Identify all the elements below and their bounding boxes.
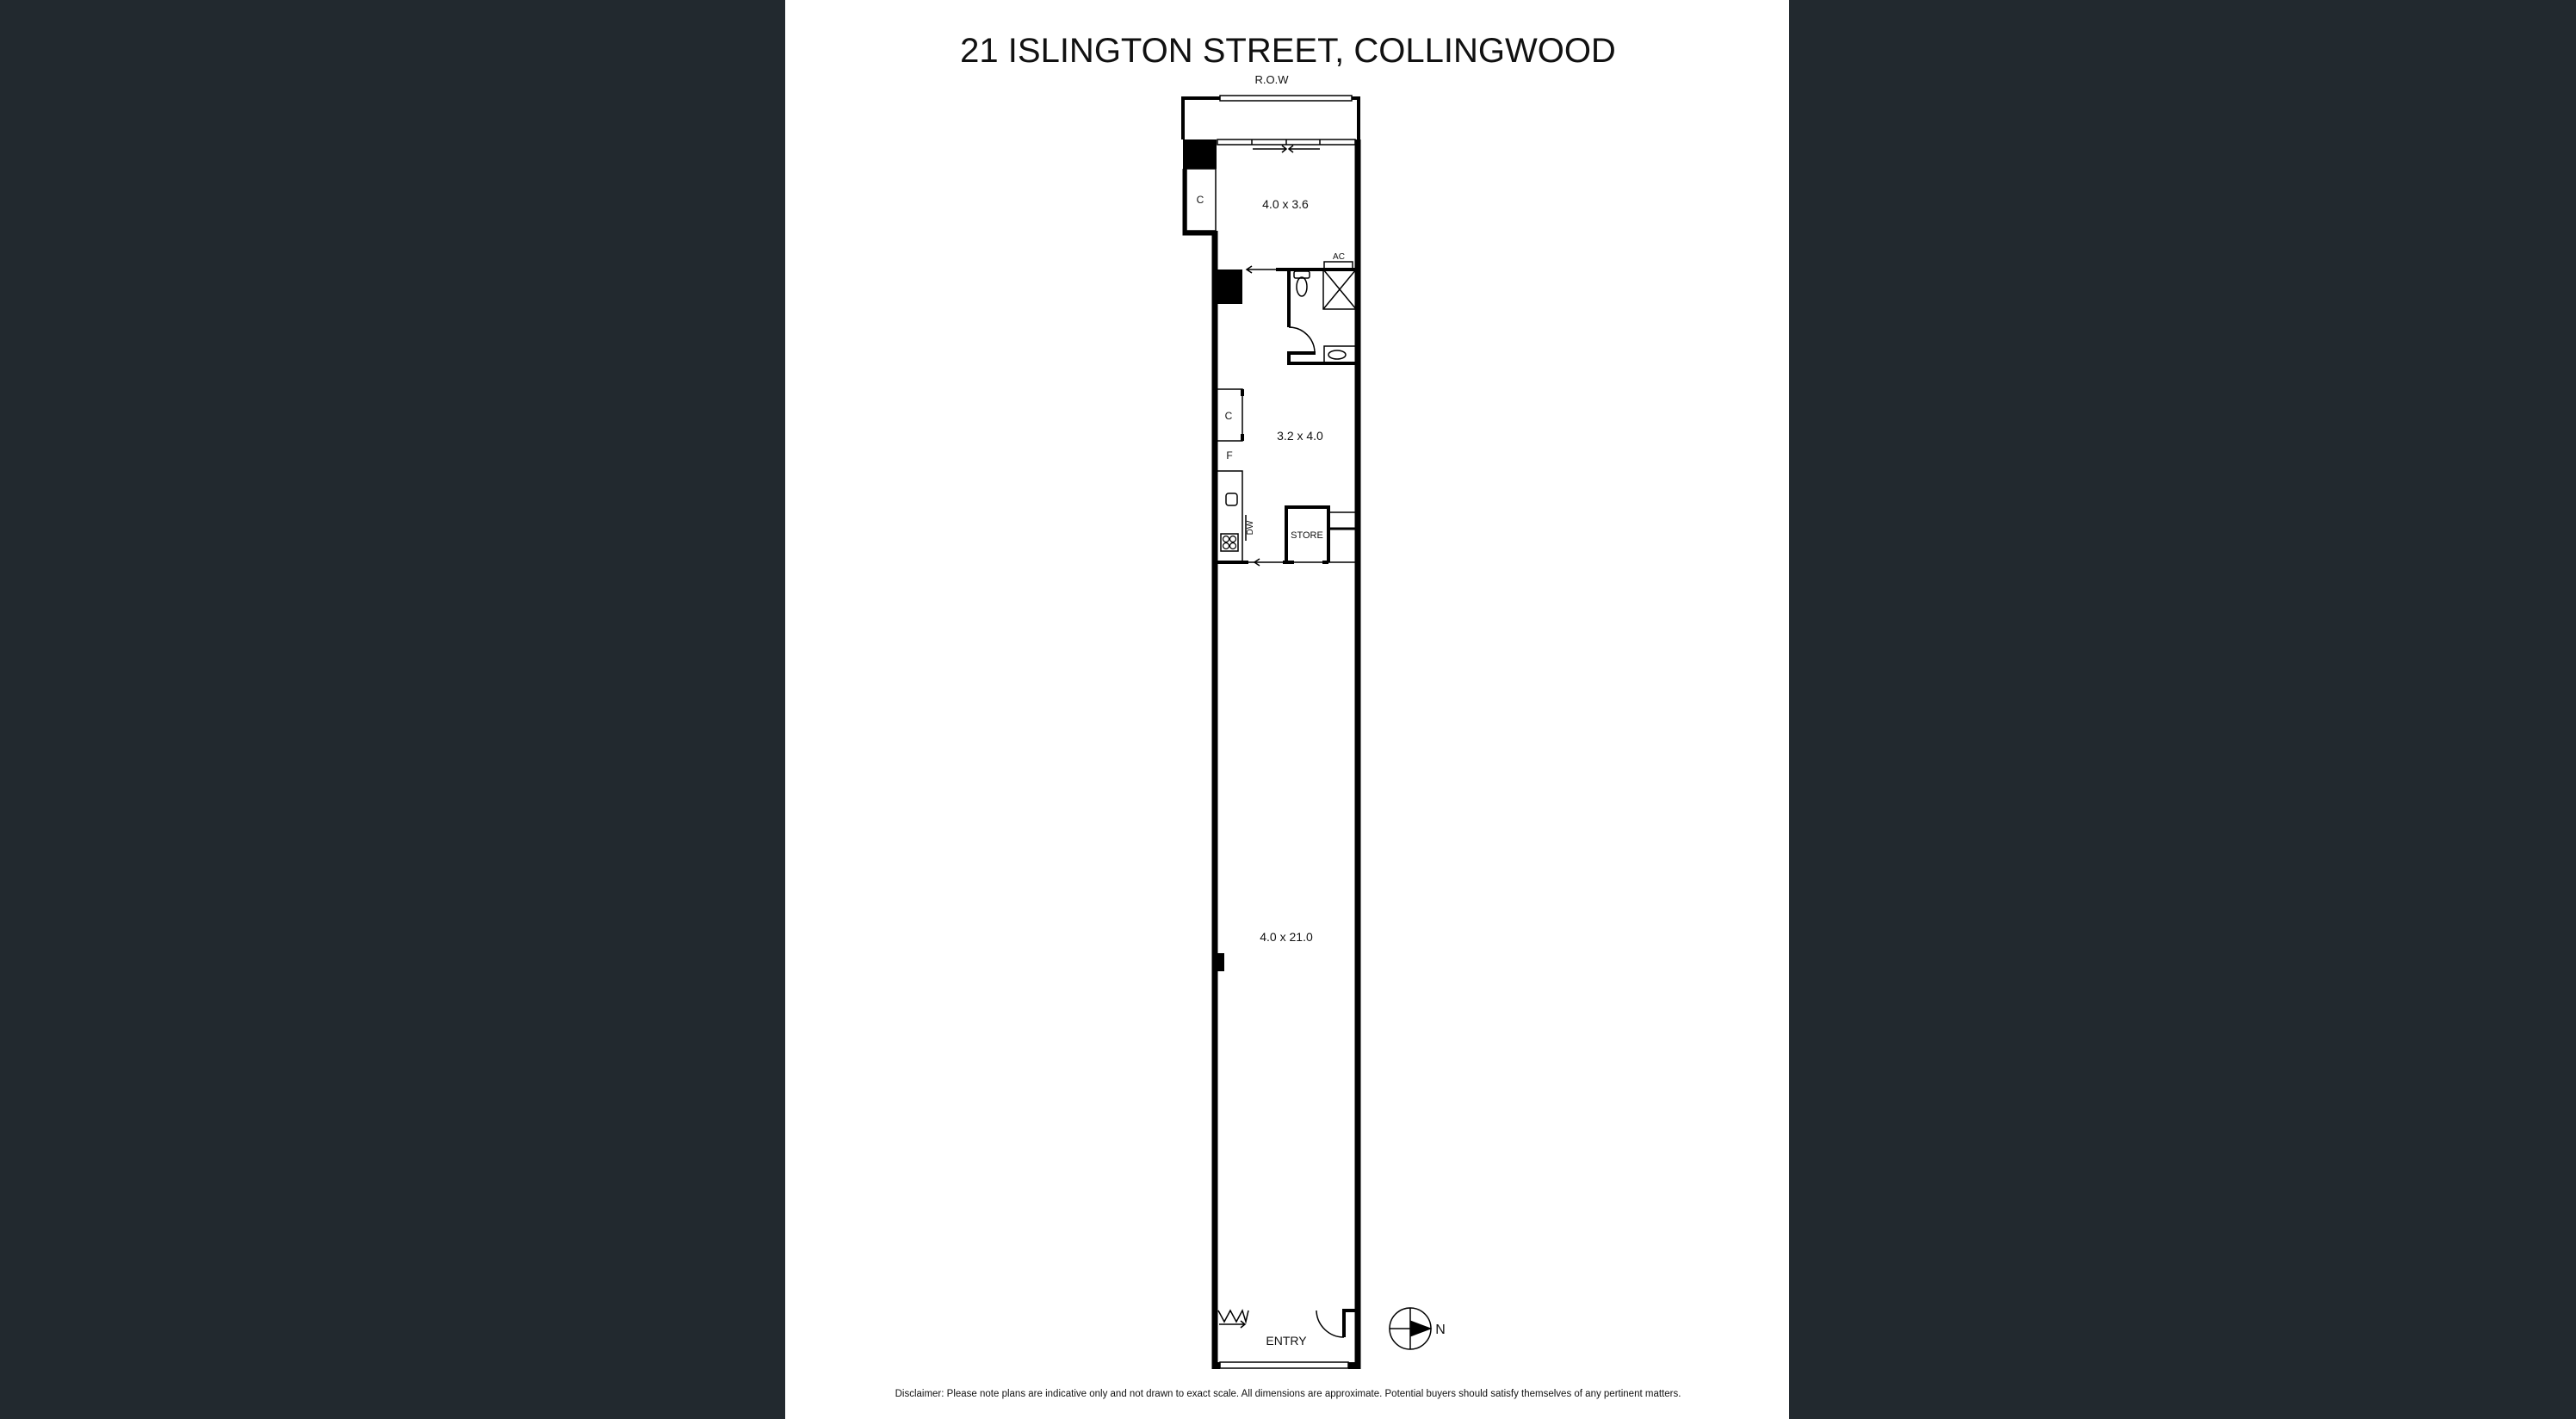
dishwasher-label: DW bbox=[1246, 520, 1255, 535]
cupboard-kitchen-label: C bbox=[1225, 410, 1233, 422]
room-rear-label: 4.0 x 3.6 bbox=[1262, 197, 1309, 211]
room-kitchen-label: 3.2 x 4.0 bbox=[1277, 429, 1323, 443]
floor-plan-sheet bbox=[785, 0, 1789, 1419]
store-label: STORE bbox=[1291, 530, 1323, 541]
fridge-label: F bbox=[1226, 449, 1232, 462]
entry-label: ENTRY bbox=[1266, 1334, 1307, 1348]
row-label: R.O.W bbox=[1255, 73, 1290, 86]
north-label: N bbox=[1435, 1323, 1446, 1337]
ac-label: AC bbox=[1333, 252, 1345, 262]
compass bbox=[1389, 1307, 1433, 1350]
cupboard-rear-label: C bbox=[1197, 194, 1204, 206]
walls bbox=[1181, 95, 1361, 1369]
page-title: 21 ISLINGTON STREET, COLLINGWOOD bbox=[960, 32, 1616, 70]
room-main-label: 4.0 x 21.0 bbox=[1260, 930, 1313, 944]
disclaimer: Disclaimer: Please note plans are indica… bbox=[895, 1389, 1681, 1399]
